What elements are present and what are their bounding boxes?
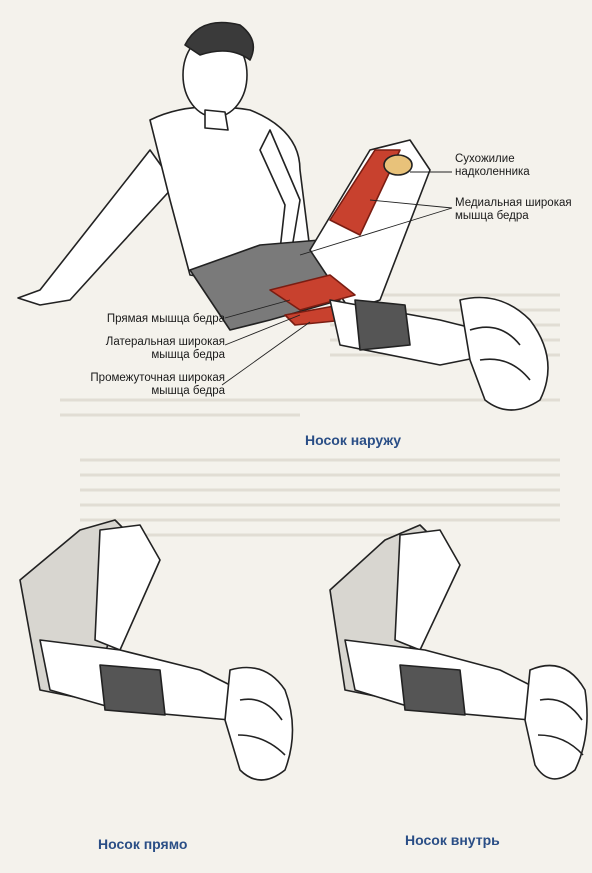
caption-toe-out: Носок наружу (305, 432, 401, 448)
caption-toe-in: Носок внутрь (405, 832, 500, 848)
label-vastus-medialis: Медиальная широкая мышца бедра (455, 197, 572, 223)
label-patellar-tendon: Сухожилие надколенника (455, 153, 530, 179)
label-rectus-femoris: Прямая мышца бедра (70, 313, 225, 326)
label-vastus-lateralis: Латеральная широкая мышца бедра (70, 336, 225, 362)
figure-toe-in (330, 525, 587, 779)
figure-toe-straight (20, 520, 293, 780)
caption-toe-straight: Носок прямо (98, 836, 187, 852)
label-vastus-intermedius: Промежуточная широкая мышца бедра (50, 372, 225, 398)
